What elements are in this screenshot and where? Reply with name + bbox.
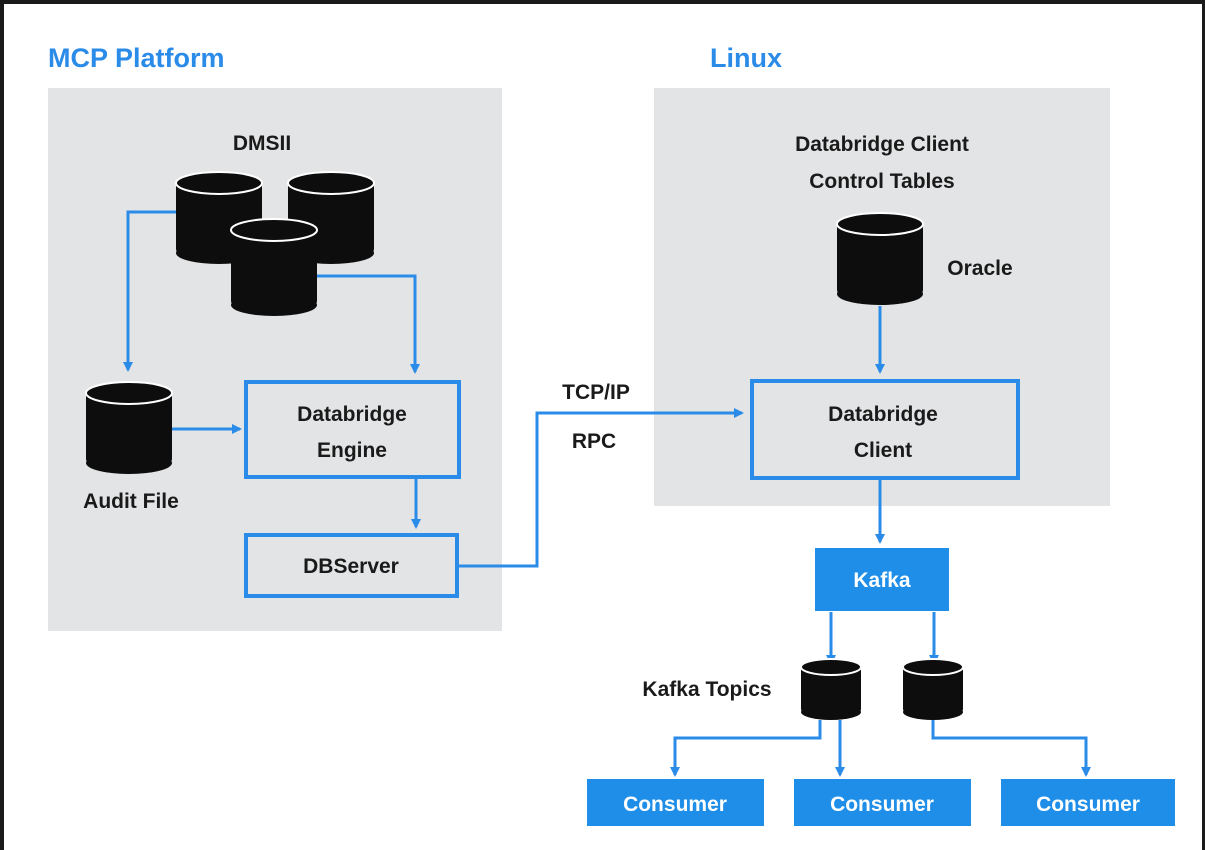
oracle-database-icon xyxy=(836,212,924,305)
dmsii-database-icon-3 xyxy=(230,218,318,316)
consumer-label-2: Consumer xyxy=(830,793,934,816)
databridge-engine-label-line2: Engine xyxy=(317,439,387,462)
databridge-client-label-line2: Client xyxy=(854,439,912,462)
control-tables-label-line1: Databridge Client xyxy=(795,133,969,156)
kafka-topic-database-icon-2 xyxy=(902,658,964,720)
topic-2-to-consumer-3-arrow xyxy=(931,720,1091,777)
control-tables-label-line2: Control Tables xyxy=(809,170,954,193)
dbserver-label: DBServer xyxy=(303,555,399,578)
consumer-label-3: Consumer xyxy=(1036,793,1140,816)
kafka-label: Kafka xyxy=(853,569,911,592)
consumer-label-1: Consumer xyxy=(623,793,727,816)
consumer-box-1 xyxy=(587,779,764,826)
mcp-platform-title: MCP Platform xyxy=(48,43,225,73)
linux-title: Linux xyxy=(710,43,782,73)
kafka-topic-database-icon-1 xyxy=(800,658,862,720)
databridge-client-label-line1: Databridge xyxy=(828,403,938,426)
audit-file-label: Audit File xyxy=(83,490,179,513)
consumer-box-2 xyxy=(794,779,971,826)
audit-file-database-icon xyxy=(85,381,173,474)
rpc-label: RPC xyxy=(572,430,616,453)
dmsii-label: DMSII xyxy=(233,132,291,155)
oracle-label: Oracle xyxy=(947,257,1012,280)
dmsii-to-engine-arrow xyxy=(317,274,420,374)
kafka-box xyxy=(815,548,949,611)
dbserver-to-client-arrow xyxy=(459,408,744,568)
tcpip-label: TCP/IP xyxy=(562,381,630,404)
mcp-platform-panel xyxy=(48,88,502,631)
dmsii-to-audit-file-arrow xyxy=(123,210,176,372)
dbserver-box xyxy=(244,533,459,598)
databridge-client-box xyxy=(750,379,1020,480)
kafka-topics-label: Kafka Topics xyxy=(642,678,771,701)
databridge-engine-box xyxy=(244,380,461,479)
databridge-engine-label-line1: Databridge xyxy=(297,403,407,426)
topic-1-to-consumer-1-arrow xyxy=(670,720,822,777)
consumer-box-3 xyxy=(1001,779,1175,826)
